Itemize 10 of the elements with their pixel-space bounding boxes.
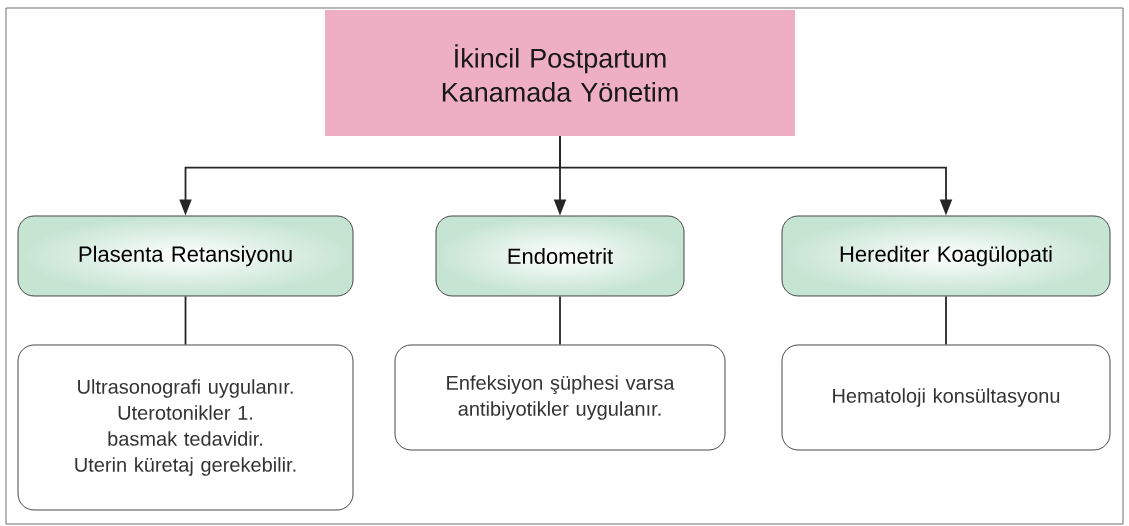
category-box: Herediter Koagülopati xyxy=(781,215,1111,297)
category-box: Plasenta Retansiyonu xyxy=(17,215,354,297)
connector-line xyxy=(559,295,561,346)
title-box: İkincil Postpartum Kanamada Yönetim xyxy=(325,10,795,136)
category-box: Endometrit xyxy=(435,215,685,297)
connector-line xyxy=(945,295,947,346)
note-box: Hematoloji konsültasyonu xyxy=(781,344,1111,451)
note-box: Ultrasonografi uygulanır. Uterotonikler 1. basmak tedavidir. Uterin küretaj gerekebilir. xyxy=(17,344,354,511)
note-box: Enfeksiyon şüphesi varsa antibiyotikler uygulanır. xyxy=(394,344,726,451)
connector-line xyxy=(184,295,187,346)
